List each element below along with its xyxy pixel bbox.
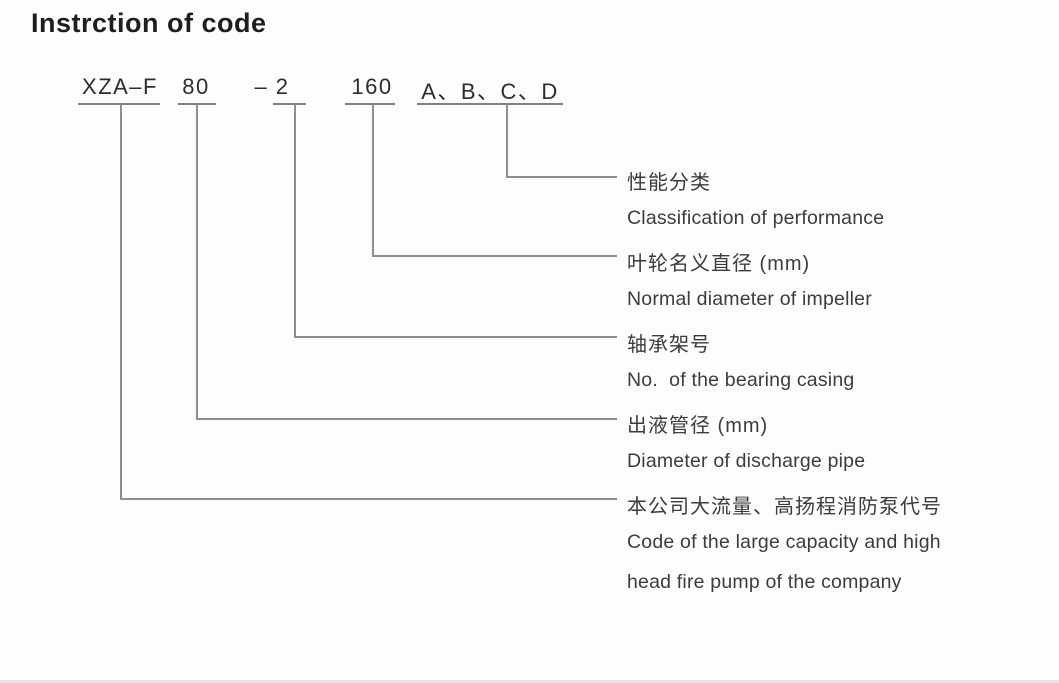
connector-vertical-prefix [120,104,122,500]
page-title: Instrction of code [31,8,267,38]
connector-horizontal-impeller-diameter [372,255,617,257]
label-en-performance-class: Classification of performance [627,207,885,229]
label-en-company-code-line2: head fire pump of the company [627,571,902,593]
code-underline-performance-class [417,103,563,105]
connector-horizontal-discharge-diameter [196,418,617,420]
connector-vertical-performance-class [506,104,508,178]
label-en-discharge-diameter: Diameter of discharge pipe [627,450,866,472]
connector-vertical-discharge-diameter [196,104,198,420]
code-underline-impeller-diameter [345,103,395,105]
label-zh-discharge-diameter: 出液管径 (mm) [627,415,769,437]
code-segment-impeller-diameter: 160 [351,74,393,99]
code-segment-performance-class: A、B、C、D [421,79,559,104]
code-underline-bearing-no [273,103,306,105]
label-en-bearing-no: No. of the bearing casing [627,369,855,391]
connector-vertical-bearing-no [294,104,296,338]
code-segment-prefix: XZA–F [82,74,158,99]
code-segment-bearing-no: – 2 [254,74,290,99]
connector-horizontal-bearing-no [294,336,617,338]
connector-vertical-impeller-diameter [372,104,374,257]
code-segment-discharge-diameter: 80 [182,74,210,99]
label-zh-company-code: 本公司大流量、高扬程消防泵代号 [627,496,942,518]
label-zh-performance-class: 性能分类 [627,172,711,194]
connector-horizontal-prefix [120,498,617,500]
connector-horizontal-performance-class [506,176,617,178]
label-zh-bearing-no: 轴承架号 [627,334,711,356]
code-underline-prefix [78,103,160,105]
label-zh-impeller-diameter: 叶轮名义直径 (mm) [627,253,811,275]
label-en-impeller-diameter: Normal diameter of impeller [627,288,872,310]
page-bottom-divider [0,680,1059,683]
label-en-company-code-line1: Code of the large capacity and high [627,531,941,553]
